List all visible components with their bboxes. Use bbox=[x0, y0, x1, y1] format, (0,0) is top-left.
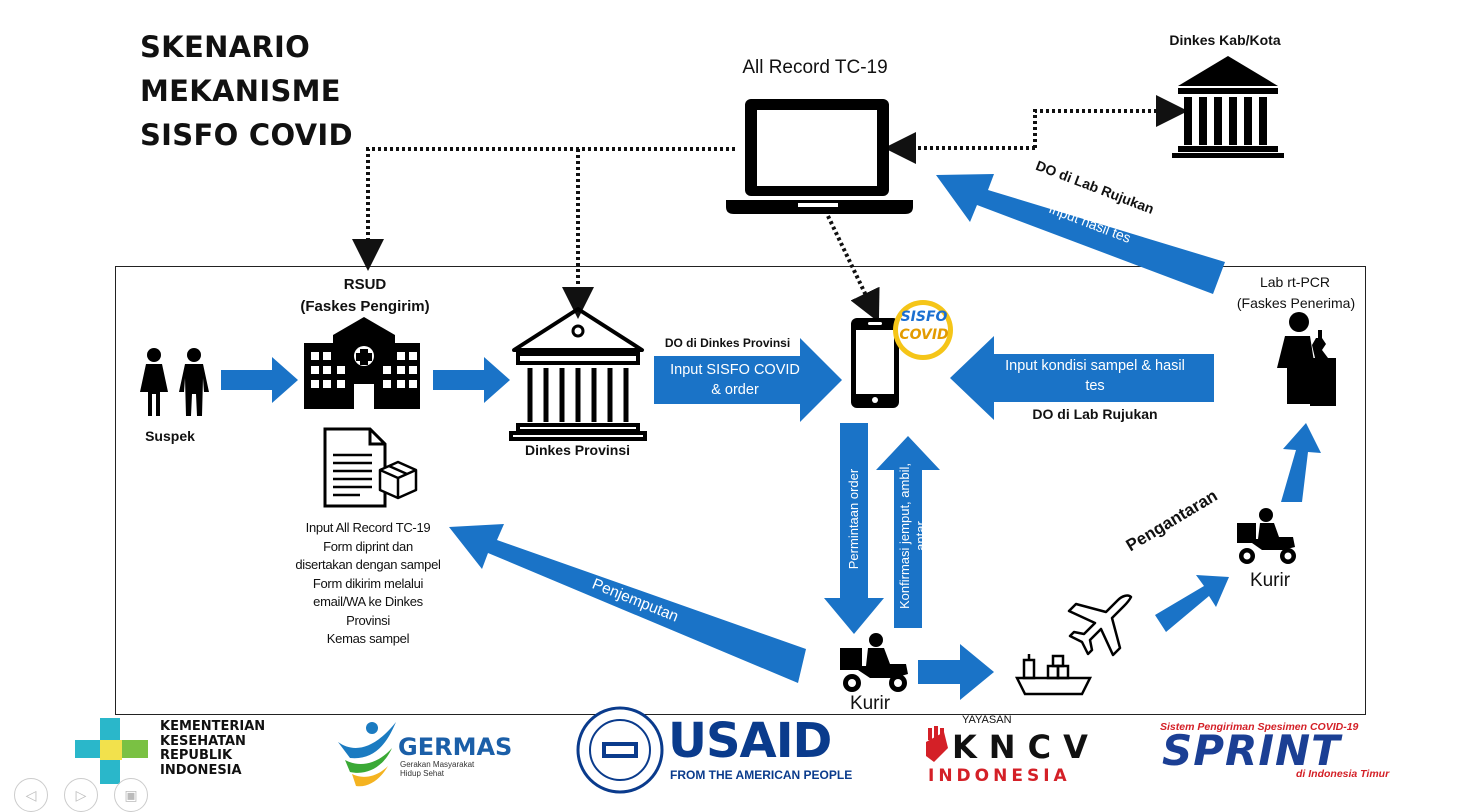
input-kondisi-line1: Input kondisi sampel & hasil bbox=[1005, 358, 1185, 374]
arrow-konfirmasi bbox=[876, 436, 940, 628]
arrow-left-icon: ◁ bbox=[25, 786, 37, 803]
kemenkes-logo-mark bbox=[75, 718, 148, 784]
nav-menu-button[interactable]: ▣ bbox=[114, 778, 148, 812]
arrow-input-kondisi bbox=[950, 336, 1214, 420]
courier-icon-center bbox=[840, 633, 908, 692]
people-icon bbox=[140, 348, 209, 416]
arrow-suspek-rsud bbox=[221, 357, 298, 403]
building-prov-icon bbox=[509, 307, 647, 441]
dotted-line-laptop-dinkes-kab bbox=[1033, 95, 1188, 148]
germas-sub-line: Gerakan Masyarakat bbox=[400, 760, 475, 769]
nav-next-button[interactable]: ▷ bbox=[64, 778, 98, 812]
lab-scientist-icon bbox=[1277, 312, 1336, 406]
suspek-label: Suspek bbox=[145, 428, 195, 444]
input-kondisi-line2: tes bbox=[1085, 378, 1105, 394]
building-kab-icon bbox=[1172, 56, 1284, 158]
do-lab-rujukan-bottom: DO di Lab Rujukan bbox=[1032, 406, 1158, 422]
germas-logo-text: GERMAS bbox=[398, 733, 513, 761]
kncv-bottom-text: INDONESIA bbox=[928, 766, 1071, 786]
konfirmasi-line1: Konfirmasi jemput, ambil, bbox=[897, 463, 912, 609]
rsud-note-item: disertakan dengan sampel bbox=[295, 557, 441, 572]
laptop-label: All Record TC-19 bbox=[742, 57, 888, 78]
sisfo-logo-line2: COVID bbox=[899, 327, 949, 343]
usaid-sub-text: FROM THE AMERICAN PEOPLE bbox=[670, 768, 853, 782]
usaid-seal bbox=[576, 706, 664, 794]
hospital-icon bbox=[304, 317, 420, 409]
arrow-right-icon: ▷ bbox=[75, 786, 87, 803]
kncv-logo-mark bbox=[926, 726, 948, 762]
dotted-connectors bbox=[352, 95, 1188, 323]
konfirmasi-line2: antar bbox=[913, 521, 928, 551]
courier-icon-right bbox=[1237, 508, 1296, 564]
sisfo-logo bbox=[893, 300, 953, 360]
document-icon bbox=[323, 427, 387, 508]
lab-sub-label: (Faskes Penerima) bbox=[1236, 295, 1356, 311]
kemenkes-logo-text: KEMENTERIAN KESEHATAN REPUBLIK INDONESIA bbox=[160, 719, 266, 778]
input-sisfo-line2: & order bbox=[711, 382, 759, 398]
dotted-line-laptop-phone bbox=[826, 215, 880, 323]
kncv-top-text: YAYASAN bbox=[962, 714, 1012, 726]
arrow-rsud-dinkes bbox=[433, 357, 510, 403]
laptop-icon bbox=[726, 99, 913, 214]
sprint-bottom-text: di Indonesia Timur bbox=[1296, 768, 1390, 780]
arrow-hasil-tes bbox=[936, 174, 1225, 294]
rsud-sub-label: (Faskes Pengirim) bbox=[300, 298, 430, 315]
rsud-label: RSUD bbox=[343, 276, 387, 293]
input-sisfo-line1: Input SISFO COVID bbox=[670, 362, 800, 378]
kurir-label-right: Kurir bbox=[1249, 570, 1291, 591]
arrow-kurir-lab bbox=[1281, 423, 1321, 502]
usaid-logo-text: USAID bbox=[668, 713, 832, 769]
sisfo-logo-line1: SISFO bbox=[900, 309, 948, 325]
dinkes-kab-label: Dinkes Kab/Kota bbox=[1169, 32, 1281, 48]
phone-icon bbox=[851, 318, 899, 408]
rsud-note-item: Provinsi bbox=[346, 612, 390, 628]
arrow-plane-kurir bbox=[1155, 575, 1229, 632]
rsud-note-item: Form dikirim melalui bbox=[312, 575, 424, 591]
ship-icon bbox=[1014, 654, 1093, 696]
sprint-top-text: Sistem Pengiriman Spesimen COVID-19 bbox=[1160, 721, 1359, 733]
germas-logo-mark bbox=[338, 722, 396, 787]
arrow-penjemputan bbox=[449, 524, 806, 683]
slides-icon: ▣ bbox=[124, 786, 138, 803]
rsud-note-item: Form diprint dan bbox=[323, 538, 413, 554]
kemenkes-line: INDONESIA bbox=[160, 762, 242, 778]
germas-sub-line: Hidup Sehat bbox=[400, 769, 445, 778]
plane-icon bbox=[1067, 594, 1133, 657]
dotted-line-laptop-rsud bbox=[352, 147, 735, 271]
arrow-kurir-ship bbox=[918, 644, 994, 700]
sprint-logo-text: SPRINT bbox=[1162, 726, 1341, 775]
arrow-input-sisfo bbox=[654, 338, 842, 422]
rsud-note-item: email/WA ke Dinkes bbox=[313, 594, 423, 609]
kurir-label-center: Kurir bbox=[849, 693, 891, 714]
title-line-2: MEKANISME bbox=[140, 74, 341, 108]
lab-label: Lab rt-PCR bbox=[1259, 274, 1331, 290]
kemenkes-line: REPUBLIK bbox=[160, 748, 233, 763]
process-frame bbox=[115, 266, 1366, 715]
rsud-notes: Input All Record TC-19 Form diprint dan … bbox=[268, 519, 468, 649]
permintaan-order-text: Permintaan order bbox=[846, 468, 861, 570]
dinkes-prov-label: Dinkes Provinsi bbox=[524, 442, 631, 458]
rsud-note-item: Kemas sampel bbox=[326, 631, 410, 646]
arrow-permintaan bbox=[824, 423, 884, 634]
nav-prev-button[interactable]: ◁ bbox=[14, 778, 48, 812]
package-icon bbox=[378, 460, 418, 500]
do-dinkes-prov-label: DO di Dinkes Provinsi bbox=[664, 336, 791, 350]
title-line-3: SISFO COVID bbox=[140, 118, 353, 152]
kncv-logo-text: KNCV bbox=[952, 728, 1100, 766]
title-line-1: SKENARIO bbox=[140, 30, 311, 64]
blue-arrows bbox=[221, 174, 1321, 700]
germas-sub: Gerakan Masyarakat Hidup Sehat bbox=[400, 760, 474, 778]
rsud-note-item: Input All Record TC-19 bbox=[305, 520, 431, 535]
kemenkes-line: KESEHATAN bbox=[160, 733, 246, 749]
kemenkes-line: KEMENTERIAN bbox=[160, 719, 266, 734]
konfirmasi-text: Konfirmasi jemput, ambil, antar bbox=[897, 441, 929, 631]
